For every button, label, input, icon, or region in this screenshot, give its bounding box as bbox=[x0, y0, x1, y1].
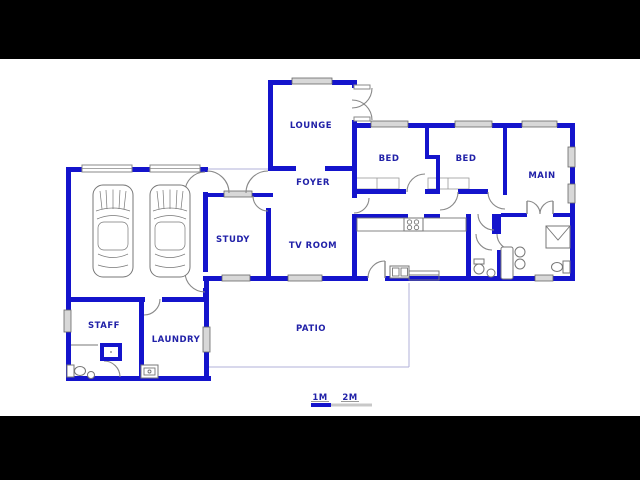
scale-bar-2m-segment bbox=[331, 403, 372, 407]
room-label-staff: STAFF bbox=[88, 321, 120, 331]
thin-outlines bbox=[203, 168, 410, 368]
laundry-sink-icon bbox=[140, 364, 159, 379]
car-2 bbox=[149, 184, 191, 278]
room-label-foyer: FOYER bbox=[296, 178, 330, 188]
room-label-laundry: LAUNDRY bbox=[152, 335, 201, 345]
staff-cubicle bbox=[100, 343, 122, 361]
scale-label-2m: 2M bbox=[342, 393, 357, 403]
stove-icon bbox=[403, 217, 424, 232]
room-label-bed2: BED bbox=[456, 154, 477, 164]
windows bbox=[63, 77, 576, 353]
toilet-staff-icon bbox=[66, 364, 95, 379]
shower-icon bbox=[545, 225, 571, 249]
kitchen-sink-icon bbox=[389, 265, 440, 281]
room-labels: LOUNGE FOYER BED BED MAIN STUDY TV ROOM … bbox=[88, 121, 555, 345]
scale-bar: 1M 2M bbox=[311, 393, 372, 407]
walls bbox=[66, 80, 575, 381]
room-label-lounge: LOUNGE bbox=[290, 121, 332, 131]
car-1 bbox=[92, 184, 134, 278]
bedroom-closets bbox=[70, 177, 470, 346]
room-label-patio: PATIO bbox=[296, 324, 326, 334]
toilet-bathroom-icon bbox=[551, 260, 571, 274]
room-label-tv: TV ROOM bbox=[289, 241, 337, 251]
room-label-main: MAIN bbox=[528, 171, 555, 181]
bathtub-icon bbox=[500, 246, 514, 280]
toilet-wc-icon bbox=[473, 258, 496, 278]
room-label-study: STUDY bbox=[216, 235, 250, 245]
scale-bar-1m-segment bbox=[311, 403, 331, 407]
basin-icons bbox=[514, 246, 526, 270]
scale-label-1m: 1M bbox=[312, 393, 327, 403]
room-label-bed1: BED bbox=[379, 154, 400, 164]
